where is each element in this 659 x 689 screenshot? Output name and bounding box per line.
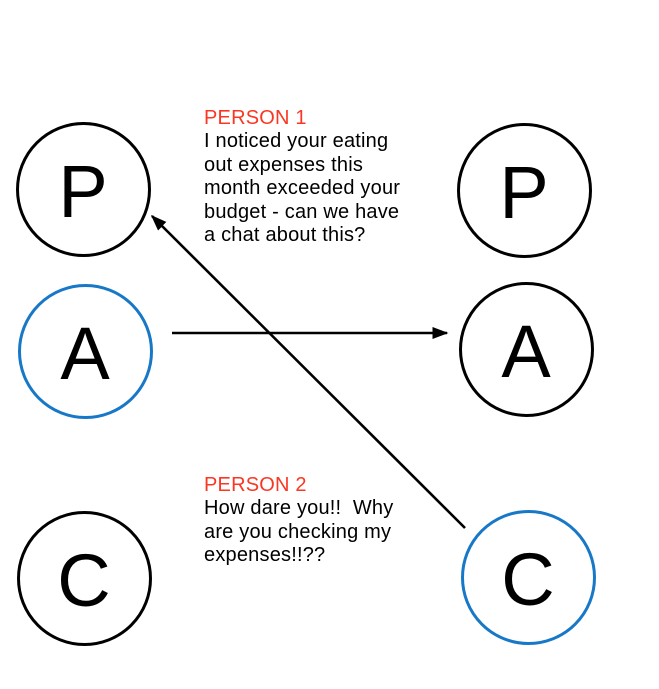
person1-parent-label: P [58,150,108,233]
person2-adult-circle: A [458,281,594,417]
person1-callout: PERSON 1 I noticed your eating out expen… [204,107,409,247]
person2-parent-circle: P [456,122,592,258]
person2-heading: PERSON 2 [204,474,307,496]
person1-parent-circle: P [15,121,151,257]
person2-callout: PERSON 2 How dare you!! Why are you chec… [204,474,409,568]
person1-child-label: C [57,539,111,622]
person1-message: I noticed your eating out expenses this … [204,130,406,247]
person2-child-circle: C [460,509,596,645]
person1-adult-label: A [60,312,110,395]
person2-parent-label: P [499,151,549,234]
person2-message: How dare you!! Why are you checking my e… [204,497,400,567]
person1-adult-circle: A [17,283,153,419]
person1-child-circle: C [16,510,152,646]
person2-child-label: C [501,538,555,621]
person1-heading: PERSON 1 [204,107,307,129]
person2-adult-label: A [501,310,551,393]
